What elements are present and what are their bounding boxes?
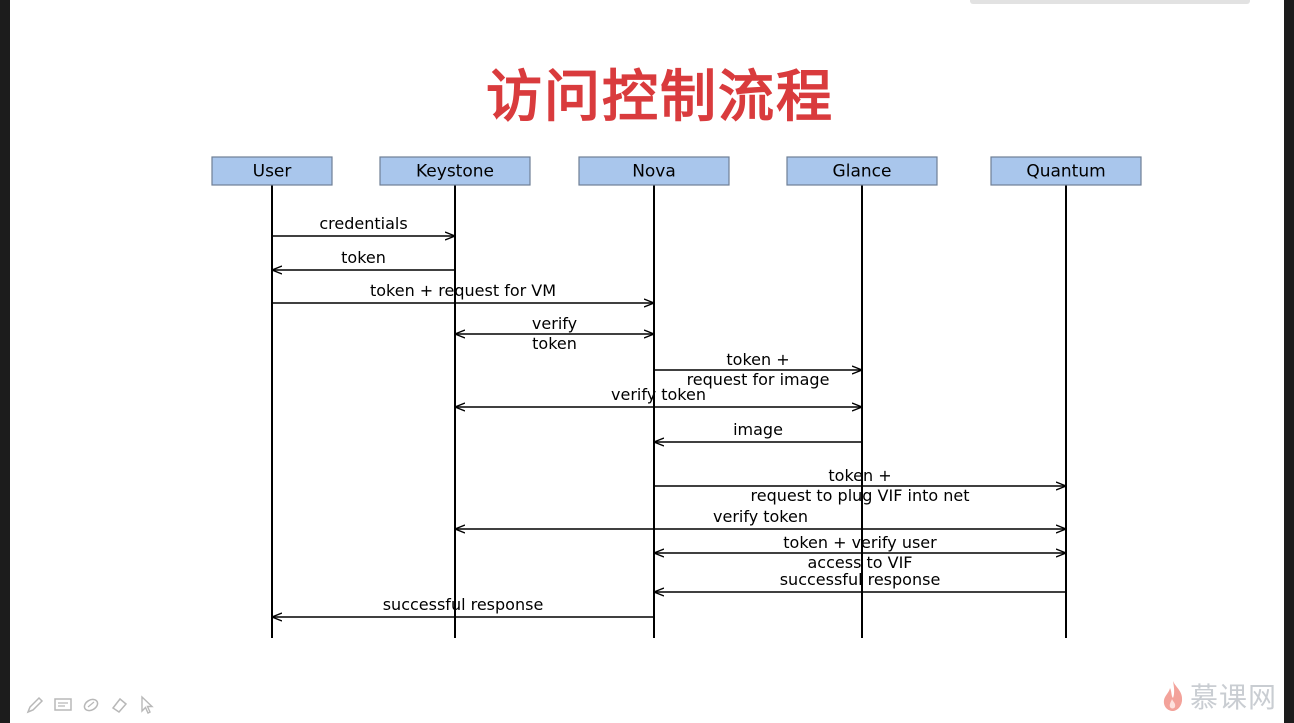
screen-icon[interactable] <box>52 694 74 716</box>
participant-box-quantum <box>990 156 1142 186</box>
message-label: token <box>532 334 577 353</box>
participant-label-nova: Nova <box>632 162 676 182</box>
flame-icon <box>1163 681 1183 711</box>
message-label: token + <box>726 350 789 369</box>
participant-label-user: User <box>253 162 292 182</box>
message-label: token <box>341 248 386 267</box>
message-label: verify token <box>611 385 706 404</box>
message-label: credentials <box>319 214 407 233</box>
message-label: token + request for VM <box>370 281 556 300</box>
watermark: 慕课网 <box>1160 676 1277 716</box>
participant-box-glance <box>786 156 938 186</box>
participant-box-nova <box>578 156 730 186</box>
participant-box-user <box>211 156 333 186</box>
sequence-diagram: User Keystone Nova Glance Quantum credential… <box>211 156 1142 638</box>
message-label: successful response <box>780 570 941 589</box>
slide: 访问控制流程 User Keystone Nova Glance Quantum cre… <box>10 0 1284 723</box>
highlighter-icon[interactable] <box>80 694 102 716</box>
message-label: verify <box>532 314 577 333</box>
message-label: successful response <box>383 595 544 614</box>
page-title: 访问控制流程 <box>486 65 834 130</box>
message-label: token + <box>828 466 891 485</box>
message-label: image <box>733 420 783 439</box>
annotation-toolbar <box>24 694 158 716</box>
message-label: verify token <box>713 507 808 526</box>
eraser-icon[interactable] <box>108 694 130 716</box>
message-label: request to plug VIF into net <box>751 486 970 505</box>
watermark-text: 慕课网 <box>1190 681 1278 714</box>
message-label: access to VIF <box>807 553 912 572</box>
participant-label-keystone: Keystone <box>416 162 494 182</box>
participant-label-glance: Glance <box>833 162 892 182</box>
message-label: token + verify user <box>783 533 937 552</box>
message-label: request for image <box>687 370 830 389</box>
participant-box-keystone <box>379 156 531 186</box>
pointer-icon[interactable] <box>136 694 158 716</box>
pen-icon[interactable] <box>24 694 46 716</box>
top-bar <box>970 0 1250 4</box>
participant-label-quantum: Quantum <box>1026 162 1105 182</box>
